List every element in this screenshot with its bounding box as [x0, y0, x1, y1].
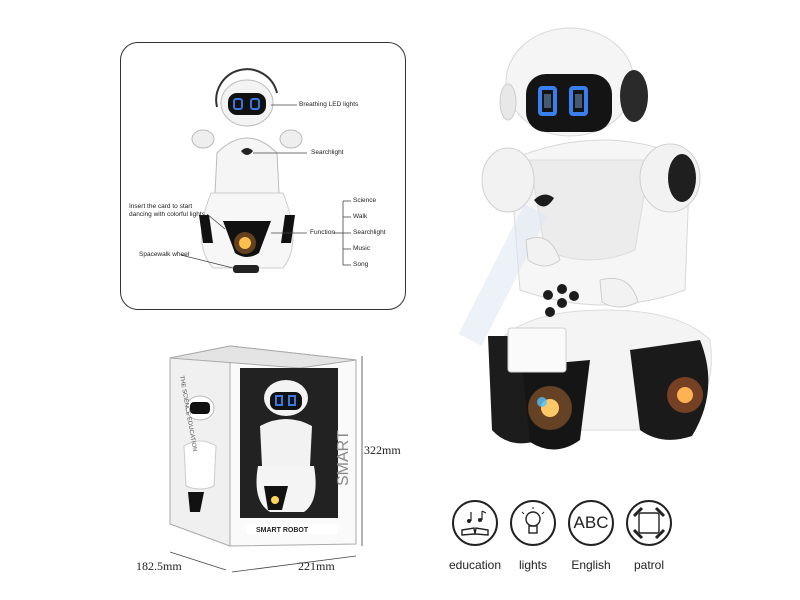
function-item-searchlight: Searchlight [353, 229, 386, 236]
light-bulb-icon [510, 500, 556, 546]
patrol-track-icon [626, 500, 672, 546]
feature-diagram-panel: Breathing LED lights Searchlight Insert … [120, 42, 406, 310]
book-music-icon [452, 500, 498, 546]
box-label: SMART ROBOT [256, 527, 309, 534]
feature-education: education [445, 500, 505, 572]
box-width-dimension: 221mm [298, 559, 335, 573]
box-height-dimension: 322mm [364, 443, 401, 457]
abc-glyph: ABC [573, 513, 609, 532]
function-item-science: Science [353, 197, 377, 204]
small-robot-diagram [180, 68, 351, 273]
box-front-title: SMART [335, 430, 352, 486]
callout-breathing: Breathing LED lights [299, 101, 359, 108]
function-item-music: Music [353, 245, 370, 252]
feature-patrol: patrol [619, 500, 679, 572]
feature-label-lights: lights [518, 558, 547, 572]
robot-product-photo [458, 27, 712, 450]
feature-label-education: education [448, 558, 502, 572]
feature-lights: lights [503, 500, 563, 572]
function-item-song: Song [353, 261, 369, 268]
abc-text-icon: ABC [568, 500, 614, 546]
feature-label-english: English [571, 558, 611, 572]
feature-label-patrol: patrol [633, 558, 665, 572]
package-box-photo: SMART THE SCIENCE EDUCATION SMART ROBOT [169, 345, 357, 547]
callout-function: Function [310, 229, 335, 236]
box-depth-dimension: 182.5mm [136, 559, 182, 573]
function-item-walk: Walk [353, 213, 368, 220]
callout-card-line1: Insert the card to start [129, 203, 193, 210]
callout-card-line2: dancing with colorful lights [129, 211, 205, 218]
callout-searchlight: Searchlight [311, 149, 344, 156]
feature-english: ABC English [561, 500, 621, 572]
callout-spacewalk: Spacewalk wheel [139, 251, 190, 258]
